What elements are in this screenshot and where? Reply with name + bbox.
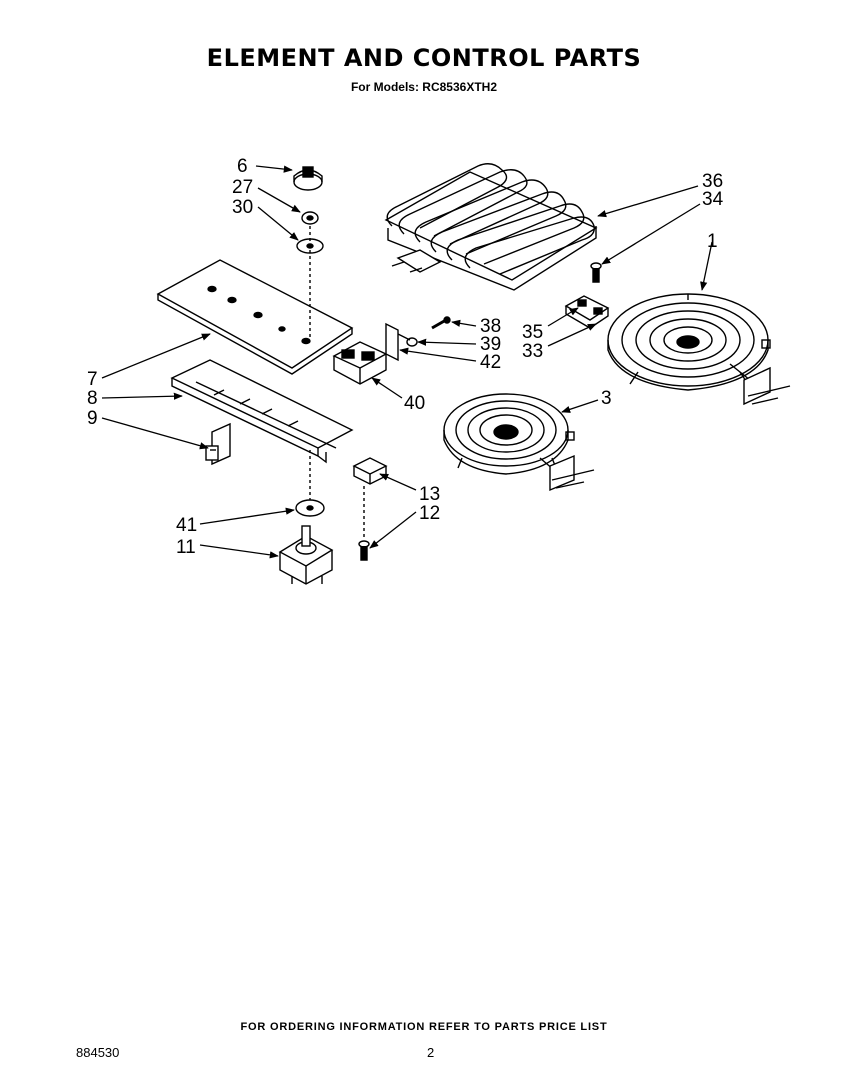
callout-13: 13: [419, 484, 440, 505]
page-number: 2: [427, 1045, 435, 1060]
document-number: 884530: [76, 1045, 120, 1060]
element-receptacle: [332, 341, 388, 385]
callout-3: 3: [601, 388, 612, 409]
infinite-switch: [278, 525, 334, 585]
small-surface-element: [443, 393, 595, 492]
callout-30: 30: [232, 197, 253, 218]
leader-lines: [101, 165, 713, 559]
callout-11: 11: [176, 537, 196, 558]
callout-12: 12: [419, 503, 440, 524]
callout-36: 36: [702, 171, 723, 192]
control-panel-plate: [156, 226, 354, 375]
callout-9: 9: [87, 408, 98, 429]
broil-element: [384, 163, 598, 291]
screw: [358, 486, 370, 561]
callout-42: 42: [480, 352, 501, 373]
washer-lower: [295, 450, 325, 517]
page-title: ELEMENT AND CONTROL PARTS: [206, 44, 642, 72]
callout-6: 6: [237, 156, 248, 177]
callout-27: 27: [232, 177, 253, 198]
large-surface-element: [607, 293, 791, 406]
switch: [205, 422, 231, 466]
control-knob: [293, 166, 323, 191]
hex-nut: [301, 211, 319, 225]
callout-35: 35: [522, 322, 543, 343]
screw-34: [590, 262, 602, 283]
callout-38: 38: [480, 316, 501, 337]
callout-39: 39: [480, 334, 501, 355]
nut-39: [406, 337, 418, 347]
control-bracket: [170, 359, 354, 464]
terminal-block: [352, 457, 388, 485]
ordering-footer: FOR ORDERING INFORMATION REFER TO PARTS …: [240, 1021, 608, 1033]
model-subtitle: For Models: RC8536XTH2: [350, 80, 498, 94]
screw-38: [431, 316, 451, 330]
callout-40: 40: [404, 393, 425, 414]
receptacle-bracket: [385, 322, 411, 362]
callout-8: 8: [87, 388, 98, 409]
callout-33: 33: [522, 341, 543, 362]
callout-7: 7: [87, 369, 98, 390]
callout-41: 41: [176, 515, 197, 536]
callout-34: 34: [702, 189, 724, 210]
callout-1: 1: [707, 231, 718, 252]
